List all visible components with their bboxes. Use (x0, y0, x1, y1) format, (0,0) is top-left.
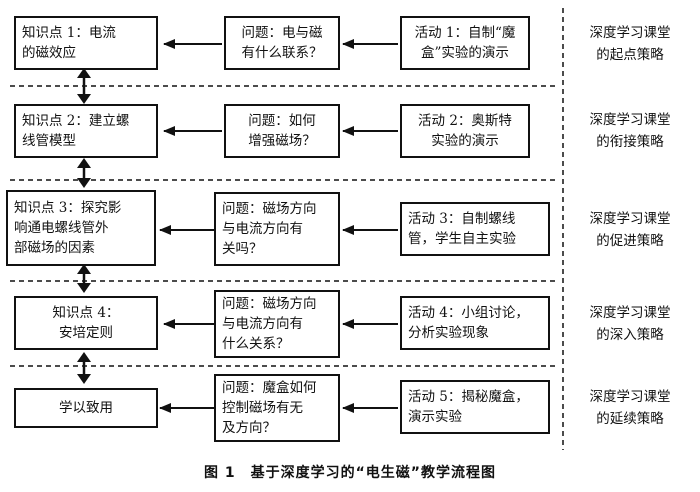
knowledge-box: 知识点 1：电流 的磁效应 (14, 16, 158, 70)
question-box: 问题：魔盒如何 控制磁场有无 及方向？ (214, 374, 340, 442)
question-box: 问题：磁场方向 与电流方向有 什么关系？ (214, 290, 340, 358)
strategy-label: 深度学习课堂 的延续策略 (589, 389, 671, 427)
question-box: 问题：电与磁 有什么联系？ (224, 16, 340, 70)
double-arrow (77, 264, 91, 293)
knowledge-text: 知识点 4： 安培定则 (52, 305, 120, 341)
knowledge-text: 知识点 2：建立螺 线管模型 (22, 113, 130, 149)
double-arrow (77, 68, 91, 104)
activity-box: 活动 5：揭秘魔盒， 演示实验 (400, 380, 550, 434)
activity-text: 活动 4：小组讨论， 分析实验现象 (408, 305, 529, 341)
activity-box: 活动 1：自制“魔 盒”实验的演示 (400, 16, 530, 70)
activity-text: 活动 1：自制“魔 盒”实验的演示 (414, 25, 516, 61)
question-box: 问题：如何 增强磁场？ (224, 104, 340, 158)
question-box: 问题：磁场方向 与电流方向有 关吗？ (214, 192, 340, 266)
figure-caption: 图 1 基于深度学习的“电生磁”教学流程图 (203, 465, 497, 481)
activity-box: 活动 3：自制螺线 管，学生自主实验 (400, 202, 550, 256)
knowledge-box: 学以致用 (14, 388, 158, 428)
double-arrow (77, 352, 91, 384)
strategy-label: 深度学习课堂 的深入策略 (589, 305, 671, 343)
activity-box: 活动 4：小组讨论， 分析实验现象 (400, 296, 550, 350)
knowledge-text: 学以致用 (59, 400, 113, 416)
strategy-label: 深度学习课堂 的衔接策略 (589, 112, 671, 150)
knowledge-text: 知识点 1：电流 的磁效应 (22, 25, 116, 61)
knowledge-box: 知识点 4： 安培定则 (14, 296, 158, 350)
activity-text: 活动 2：奥斯特 实验的演示 (418, 113, 512, 149)
question-text: 问题：魔盒如何 控制磁场有无 及方向？ (222, 380, 317, 436)
knowledge-text: 知识点 3：探究影 响通电螺线管外 部磁场的因素 (14, 200, 122, 256)
knowledge-box: 知识点 3：探究影 响通电螺线管外 部磁场的因素 (6, 190, 156, 266)
question-text: 问题：磁场方向 与电流方向有 关吗？ (222, 201, 317, 257)
activity-text: 活动 3：自制螺线 管，学生自主实验 (408, 211, 516, 247)
double-arrow (77, 158, 91, 188)
activity-box: 活动 2：奥斯特 实验的演示 (400, 104, 530, 158)
activity-text: 活动 5：揭秘魔盒， 演示实验 (408, 389, 529, 425)
question-text: 问题：磁场方向 与电流方向有 什么关系？ (222, 296, 317, 352)
knowledge-box: 知识点 2：建立螺 线管模型 (14, 104, 158, 158)
question-text: 问题：如何 增强磁场？ (248, 113, 316, 149)
strategy-label: 深度学习课堂 的起点策略 (589, 25, 671, 63)
question-text: 问题：电与磁 有什么联系？ (241, 25, 323, 61)
strategy-label: 深度学习课堂 的促进策略 (589, 211, 671, 249)
